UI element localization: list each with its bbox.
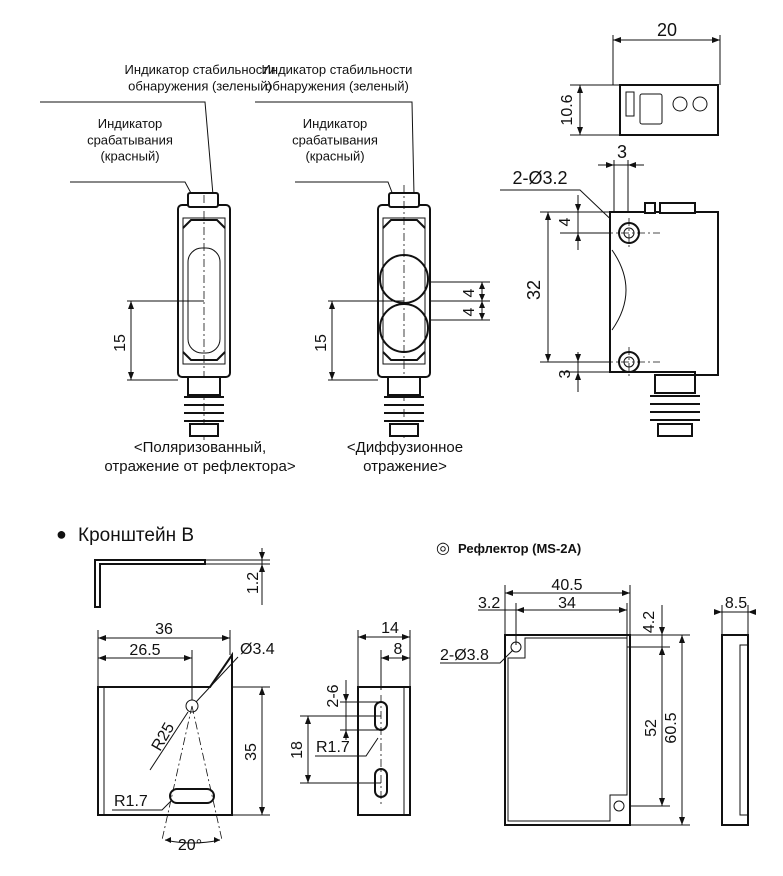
bracket-b-section: ● Кронштейн B 1.2 20° 36 26.5 Ø3.4 R25 3… (56, 524, 411, 854)
dim-4-lower: 4 (461, 307, 478, 316)
dim-20-degrees: 20° (178, 837, 202, 854)
dim-r1-7-side: R1.7 (316, 739, 350, 756)
dim-1-2: 1.2 (245, 572, 262, 594)
bracket-title: Кронштейн B (78, 525, 194, 546)
dim-34: 34 (558, 595, 576, 612)
dim-3-top: 3 (617, 142, 627, 162)
dim-2-6: 2-6 (325, 684, 342, 707)
dim-35: 35 (243, 743, 260, 761)
reflector-title: Рефлектор (MS-2A) (458, 541, 581, 556)
sensor-side-view: 20 10.6 3 2-Ø3.2 4 32 (500, 20, 721, 437)
dim-10-6: 10.6 (559, 94, 576, 125)
dim-8: 8 (394, 641, 403, 658)
dim-20: 20 (657, 20, 677, 40)
dim-8-5: 8.5 (725, 595, 747, 612)
reflector-symbol-icon: ◎ (436, 540, 450, 557)
reflector-section: ◎ Рефлектор (MS-2A) 40.5 34 3.2 4.2 2-Ø3… (436, 540, 756, 826)
dim-4-side: 4 (557, 217, 574, 226)
dim-3-2: 3.2 (478, 595, 500, 612)
dim-18: 18 (289, 741, 306, 759)
dim-hole-3-4: Ø3.4 (240, 641, 275, 658)
dim-4-2: 4.2 (641, 611, 658, 633)
dim-4-upper: 4 (461, 288, 478, 297)
dim-52: 52 (643, 719, 660, 737)
dim-14: 14 (381, 620, 399, 637)
dim-15-front: 15 (112, 334, 129, 352)
dim-40-5: 40.5 (551, 577, 582, 594)
dim-26-5: 26.5 (129, 642, 160, 659)
dim-36: 36 (155, 621, 173, 638)
dim-holes-3-8: 2-Ø3.8 (440, 647, 489, 664)
dim-3-bottom: 3 (557, 369, 574, 378)
dim-15-diffuse: 15 (313, 334, 330, 352)
bullet-icon: ● (56, 524, 67, 544)
caption-polarized: <Поляризованный,отражение от рефлектора> (104, 439, 295, 475)
dim-32: 32 (524, 280, 544, 300)
dim-r1-7: R1.7 (114, 793, 148, 810)
dim-60-5: 60.5 (663, 712, 680, 743)
dim-holes-3-2: 2-Ø3.2 (512, 168, 567, 188)
